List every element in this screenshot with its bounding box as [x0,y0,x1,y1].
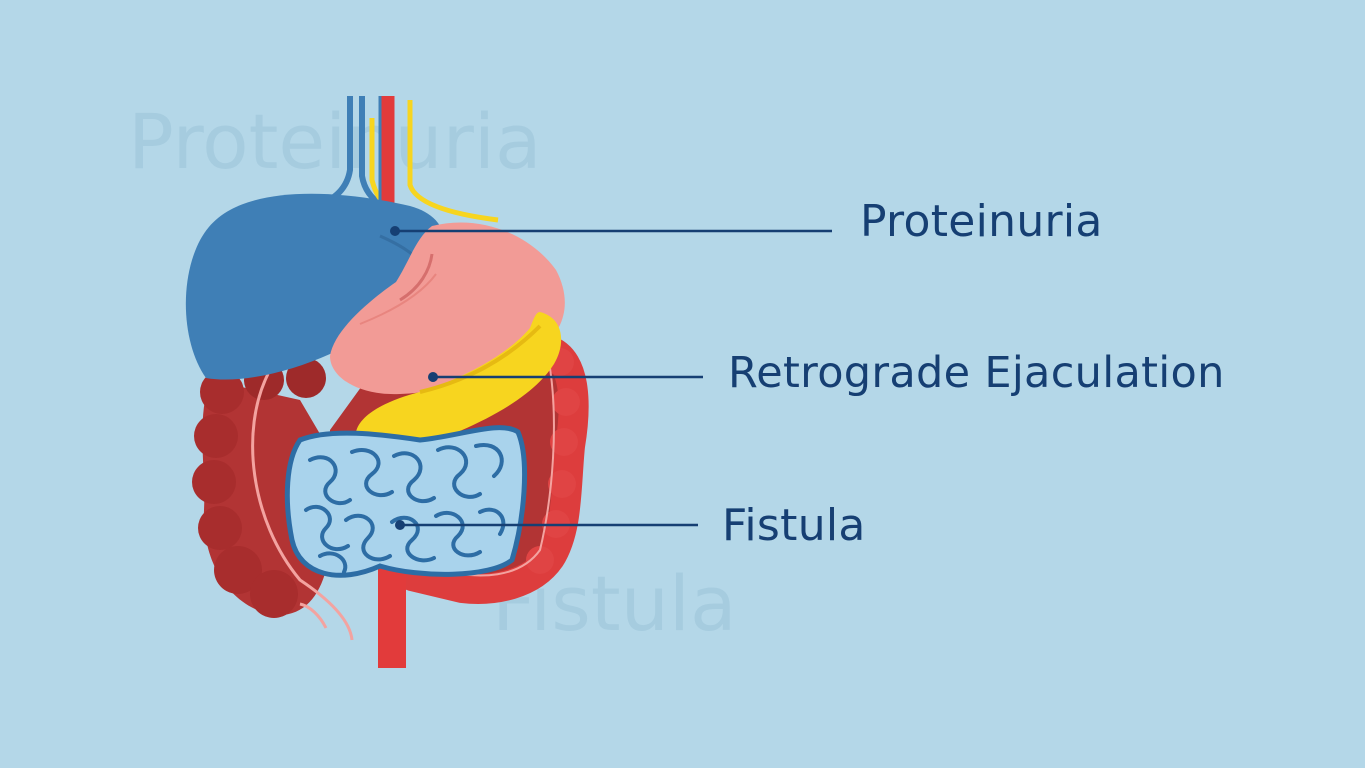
watermark-proteinuria: Proteinuria [128,97,542,186]
label-retrograde-ejaculation: Retrograde Ejaculation [728,348,1225,398]
label-fistula: Fistula [722,500,866,551]
leader-dot-fistula [395,520,405,530]
leader-lines [390,226,832,530]
pancreas [356,312,562,454]
label-proteinuria: Proteinuria [860,196,1103,247]
leader-dot-retrograde-ejaculation [428,372,438,382]
small-intestine [284,425,527,578]
leader-dot-proteinuria [390,226,400,236]
